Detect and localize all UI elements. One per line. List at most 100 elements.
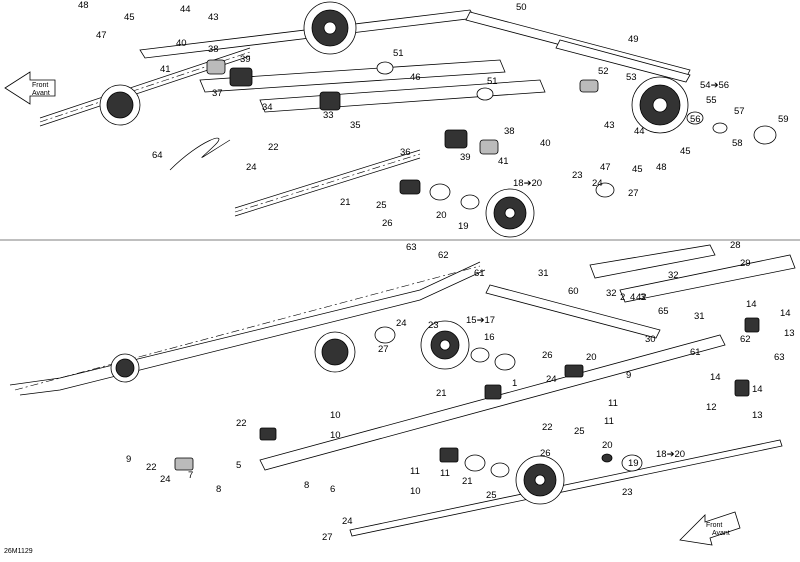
bottom-callout: 11	[410, 466, 420, 477]
top-callout: 54➔56	[700, 80, 729, 91]
top-callout: 40	[176, 38, 187, 49]
top-callout: 45	[680, 146, 691, 157]
front-arrow-upper: Front Avant	[4, 71, 56, 105]
bottom-callout: 14	[752, 384, 763, 395]
bottom-callout: 11	[440, 468, 450, 479]
bottom-callout: 20	[586, 352, 597, 363]
top-callout: 57	[734, 106, 745, 117]
top-callout: 23	[572, 170, 583, 181]
bottom-callout: 62	[438, 250, 449, 261]
bottom-callout: 22	[146, 462, 157, 473]
top-callout: 19	[458, 221, 469, 232]
top-callout: 18➔20	[513, 178, 542, 189]
bottom-callout: 26	[540, 448, 551, 459]
avant-label-lower: Avant	[712, 530, 730, 537]
top-callout: 38	[208, 44, 219, 55]
top-callout: 55	[706, 95, 717, 106]
bottom-callout: 10	[410, 486, 421, 497]
upper-assembly: Front Avant	[4, 1, 777, 238]
bottom-callout: 8	[304, 480, 309, 491]
bottom-callout: 19	[628, 458, 639, 469]
tube-60	[485, 284, 661, 339]
bottom-callout: 16	[484, 332, 495, 343]
bottom-callout: 24	[160, 474, 171, 485]
bottom-callout: 27	[322, 532, 333, 543]
top-callout: 25	[376, 200, 387, 211]
bottom-callout: 10	[330, 430, 341, 441]
bottom-callout: 14	[710, 372, 721, 383]
bottom-callout: 10	[330, 410, 341, 421]
top-callout: 21	[340, 197, 351, 208]
top-callout: 56	[690, 114, 701, 125]
bottom-callout: 11	[604, 416, 614, 427]
top-callout: 45	[632, 164, 643, 175]
bottom-callout: 62	[740, 334, 751, 345]
top-callout: 35	[350, 120, 361, 131]
bottom-callout: 21	[436, 388, 447, 399]
bottom-callout: 13	[752, 410, 763, 421]
top-callout: 39	[460, 152, 471, 163]
top-callout: 46	[410, 72, 421, 83]
top-callout: 22	[268, 142, 279, 153]
top-callout: 47	[600, 162, 611, 173]
bottom-callout: 28	[730, 240, 741, 251]
bottom-callout: 1	[512, 378, 517, 389]
bottom-callout: 61	[474, 268, 485, 279]
bottom-callout: 22	[236, 418, 247, 429]
top-callout: 58	[732, 138, 743, 149]
bottom-callout: 11	[608, 398, 618, 409]
bottom-callout: 60	[568, 286, 579, 297]
bottom-callout: 26	[542, 350, 553, 361]
bottom-callout: 13	[784, 328, 795, 339]
bottom-callout: 22	[542, 422, 553, 433]
top-callout: 37	[212, 88, 223, 99]
top-callout: 41	[160, 64, 171, 75]
top-callout: 40	[540, 138, 551, 149]
bottom-callout: 15➔17	[466, 315, 495, 326]
top-callout: 47	[96, 30, 107, 41]
top-callout: 59	[778, 114, 789, 125]
bottom-callout: 20	[602, 440, 613, 451]
bottom-callout: 14	[780, 308, 791, 319]
bottom-callout: 42	[636, 292, 647, 303]
bottom-callout: 18➔20	[656, 449, 685, 460]
top-callout: 51	[487, 76, 498, 87]
bottom-callout: 9	[126, 454, 131, 465]
bottom-callout: 25	[574, 426, 585, 437]
bottom-callout: 21	[462, 476, 473, 487]
bottom-callout: 31	[694, 311, 705, 322]
bottom-callout: 27	[378, 344, 389, 355]
top-callout: 36	[400, 147, 411, 158]
top-callout: 44	[180, 4, 191, 15]
top-callout: 44	[634, 126, 645, 137]
bottom-callout: 23	[622, 487, 633, 498]
bottom-callout: 29	[740, 258, 751, 269]
lower-assembly: Front Avant	[9, 244, 796, 546]
top-callout: 64	[152, 150, 163, 161]
bottom-callout: 30	[645, 334, 656, 345]
top-callout: 38	[504, 126, 515, 137]
front-arrow-lower: Front Avant	[679, 511, 741, 546]
bottom-callout: 63	[774, 352, 785, 363]
top-callout: 24	[246, 162, 257, 173]
top-callout: 49	[628, 34, 639, 45]
top-callout: 33	[323, 110, 334, 121]
bottom-callout: 31	[538, 268, 549, 279]
top-callout: 41	[498, 156, 509, 167]
bottom-callout: 6	[330, 484, 335, 495]
top-callout: 51	[393, 48, 404, 59]
bottom-callout: 24	[546, 374, 557, 385]
bottom-callout: 4	[630, 292, 635, 303]
bottom-callout: 5	[236, 460, 241, 471]
top-callout: 43	[604, 120, 615, 131]
bottom-callout: 9	[626, 370, 631, 381]
frame-bar-mid	[199, 59, 506, 93]
front-label-upper: Front	[32, 82, 48, 89]
bottom-callout: 7	[188, 470, 193, 481]
top-callout: 48	[78, 0, 89, 11]
front-label-lower: Front	[706, 522, 722, 529]
top-callout: 20	[436, 210, 447, 221]
